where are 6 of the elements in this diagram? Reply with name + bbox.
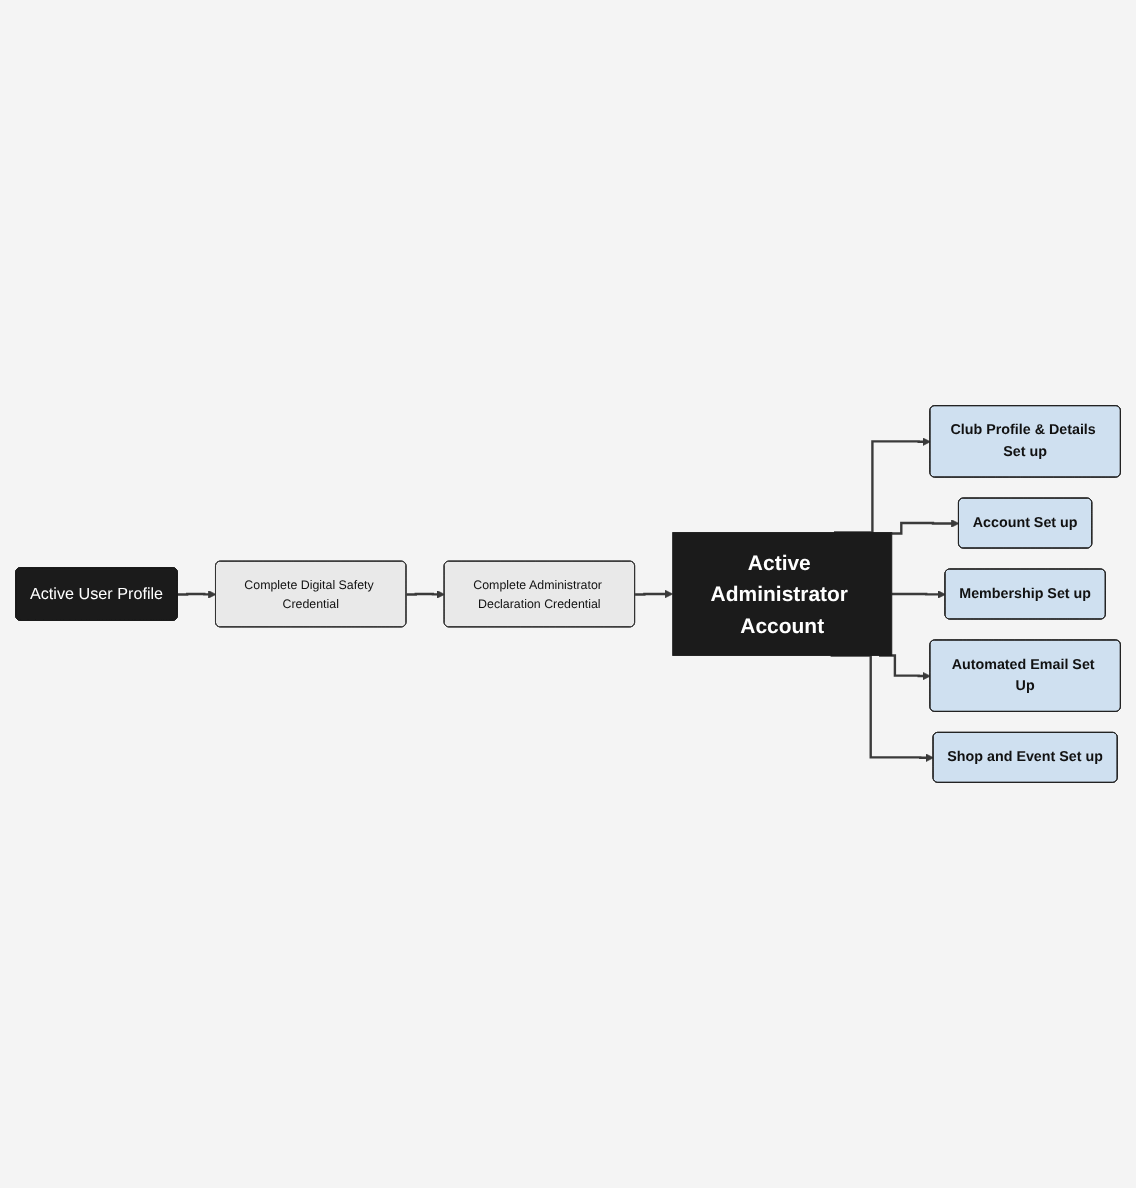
arrow xyxy=(177,590,217,599)
arrow xyxy=(891,590,946,599)
arrow xyxy=(406,590,445,599)
arrow xyxy=(891,519,960,535)
node-box: Active Administrator Account xyxy=(672,532,893,656)
arrow xyxy=(635,589,674,599)
